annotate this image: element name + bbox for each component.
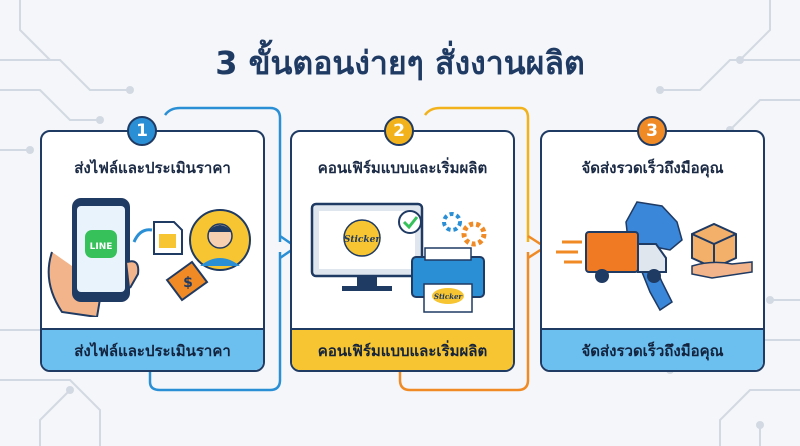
checkmark-icon (398, 210, 422, 234)
truck-icon (556, 231, 667, 283)
step-1-footer: ส่งไฟล์และประเมินราคา (42, 328, 263, 370)
step-1-badge: 1 (127, 116, 157, 146)
printer-icon: Sticker (411, 247, 485, 313)
step-2-illustration: Sticker Sticker (310, 202, 487, 313)
line-logo-text: LINE (90, 242, 113, 252)
page-title: 3 ขั้นตอนง่ายๆ สั่งงานผลิต (215, 44, 585, 82)
step-3-illustration (556, 201, 753, 312)
step-2-footer: คอนเฟิร์มแบบและเริ่มผลิต (292, 328, 513, 370)
step-2-heading: คอนเฟิร์มแบบและเริ่มผลิต (317, 159, 488, 177)
step-2-badge: 2 (384, 116, 414, 146)
price-tag-icon: $ (165, 260, 209, 302)
phone-icon: LINE (47, 198, 140, 317)
step-1-card: ส่งไฟล์และประเมินราคา LINE $ ส่งไฟล์และป… (40, 130, 265, 372)
file-icon (132, 221, 183, 255)
sticker-label-text: Sticker (344, 235, 382, 245)
step-3-footer: จัดส่งรวดเร็วถึงมือคุณ (542, 328, 763, 370)
step-3-card: จัดส่งรวดเร็วถึงมือคุณ จัดส่งรวดเร็วถึงม… (540, 130, 765, 372)
package-icon (691, 222, 753, 279)
gear-icon (442, 212, 487, 247)
step-1-illustration: LINE $ (47, 198, 251, 317)
step-3-heading: จัดส่งรวดเร็วถึงมือคุณ (581, 159, 724, 177)
step-1-heading: ส่งไฟล์และประเมินราคา (74, 159, 231, 177)
price-tag-symbol: $ (183, 275, 193, 291)
step-3-badge: 3 (637, 116, 667, 146)
printed-sticker-text: Sticker (434, 292, 464, 301)
customer-avatar-icon (189, 209, 251, 271)
step-2-card: คอนเฟิร์มแบบและเริ่มผลิต Sticker Sticker… (290, 130, 515, 372)
